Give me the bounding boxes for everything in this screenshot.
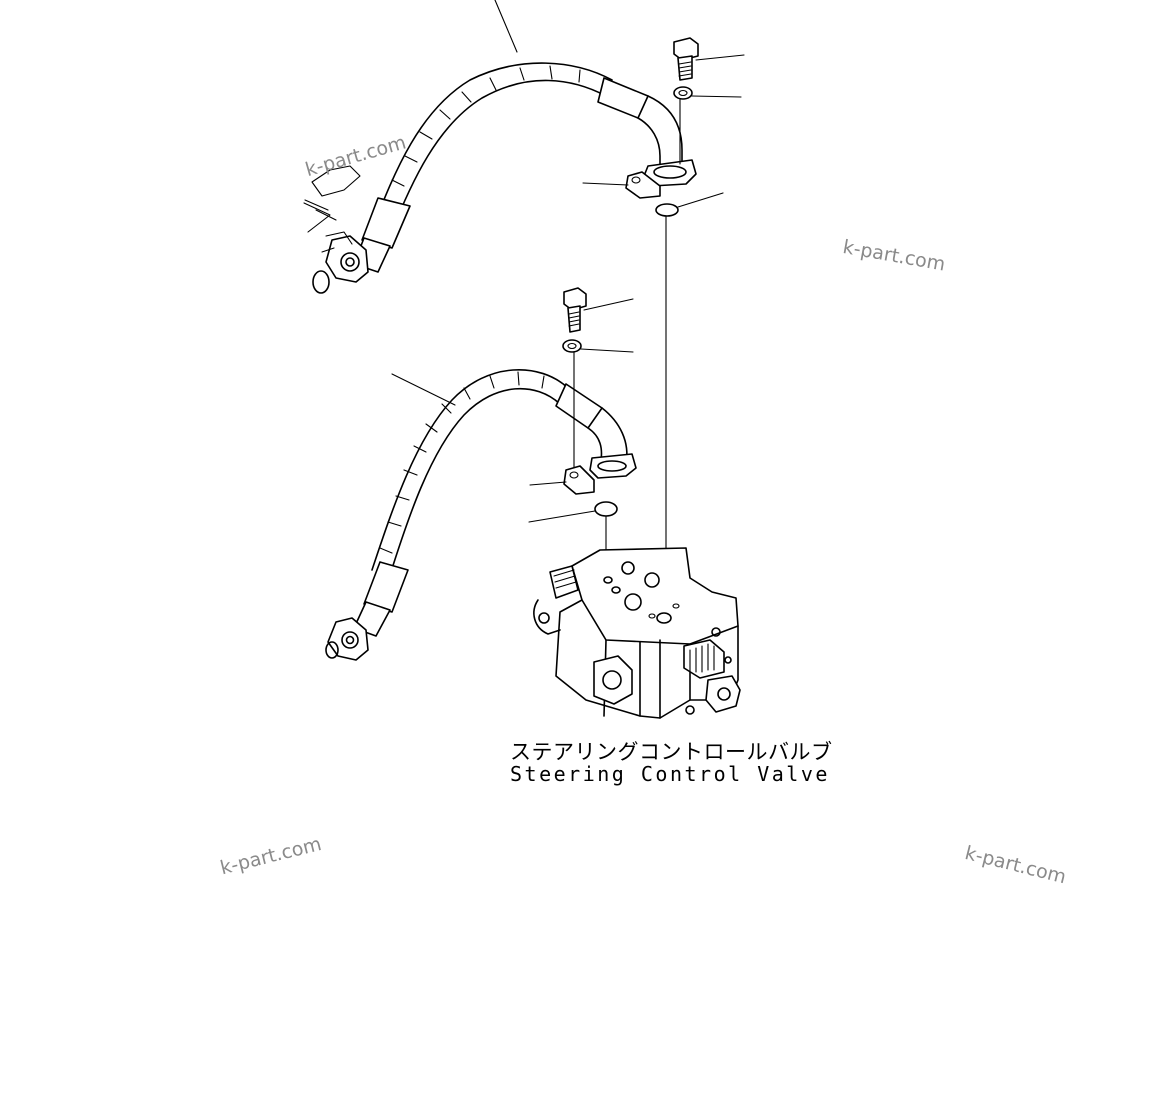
upper-end-oring [312,270,330,294]
valve-port-f [656,612,672,624]
lower-clamp-hole [569,471,579,479]
valve-top-face [571,547,739,645]
lower-hose-assembly [325,369,637,661]
lower-end-port-bore [345,635,355,645]
upper-hose-sleeve [597,77,649,119]
upper-bolt-head [673,37,699,61]
valve-bolt-3 [724,656,732,664]
valve-bolt-1 [711,627,721,637]
upper-elbow-port [653,165,687,179]
upper-oring [655,203,679,217]
upper-end-split-halves [321,231,353,253]
valve-port-a [621,561,635,575]
upper-hose-lower-sleeve [361,197,411,249]
lower-hose-outer [371,369,569,571]
leader-lower-oring [528,510,596,523]
lower-oring [594,501,618,517]
valve-right-spool-ribs [689,643,715,673]
lower-hose-wrap [379,371,545,554]
upper-clamp-hole [631,176,641,184]
lower-bolt-head [563,287,587,311]
upper-fastener-group [582,37,745,621]
upper-washer [673,86,693,100]
lower-end-oring [325,641,339,659]
leader-upper-washer [691,95,742,98]
valve-port-g [648,613,656,619]
valve-lower-port-flange [593,655,633,705]
leader-upper-clamp [582,182,629,186]
valve-right-cap-hole [717,687,731,701]
upper-end-bolt-detail [304,165,361,221]
valve-port-c [603,576,613,584]
lower-washer [562,339,582,353]
lower-end-port [341,631,359,649]
upper-hose-outer [371,62,613,231]
valve-lower-port [602,670,622,690]
upper-end-port [340,252,360,272]
valve-port-b [644,572,660,588]
upper-hose-inner [389,79,607,237]
lower-hose-sleeve [555,383,603,429]
lower-hose-inner [389,387,561,576]
leader-upper-hose [494,0,518,53]
valve-caption-japanese: ステアリングコントロールバルブ [510,740,833,764]
leader-lower-bolt [583,298,634,311]
valve-bolt-2 [685,705,695,715]
upper-clamp-half [625,171,661,199]
leader-lower-washer [580,348,634,353]
upper-washer-hole [678,89,688,97]
valve-port-h [672,603,680,609]
lower-washer-hole [567,342,577,350]
leader-upper-bolt [695,54,745,61]
valve-port-e [624,593,642,611]
upper-end-leader [303,202,331,233]
valve-caption-english: Steering Control Valve [510,762,830,786]
lower-hose-end-sleeve [363,561,409,613]
upper-elbow-inner [637,117,661,169]
lower-elbow-port [597,460,627,472]
valve-port-d [611,586,621,594]
steering-control-valve [533,547,741,719]
lower-elbow-flange [589,453,637,479]
valve-left-spool-ribs [553,569,577,589]
leader-lower-clamp [529,481,567,486]
valve-right-cap [705,675,741,713]
upper-end-port-bore [345,257,355,267]
upper-elbow-outer [647,95,683,167]
upper-bolt-thread [678,61,692,77]
lower-fastener-group [528,287,634,581]
valve-left-boss [533,599,561,635]
leader-lower-hose [391,373,456,406]
lower-bolt-thread [568,311,580,327]
valve-left-spool-cap [549,565,579,599]
valve-left-boss-hole [538,612,550,624]
leader-upper-oring [677,192,724,208]
lower-bolt-shank [567,305,581,333]
